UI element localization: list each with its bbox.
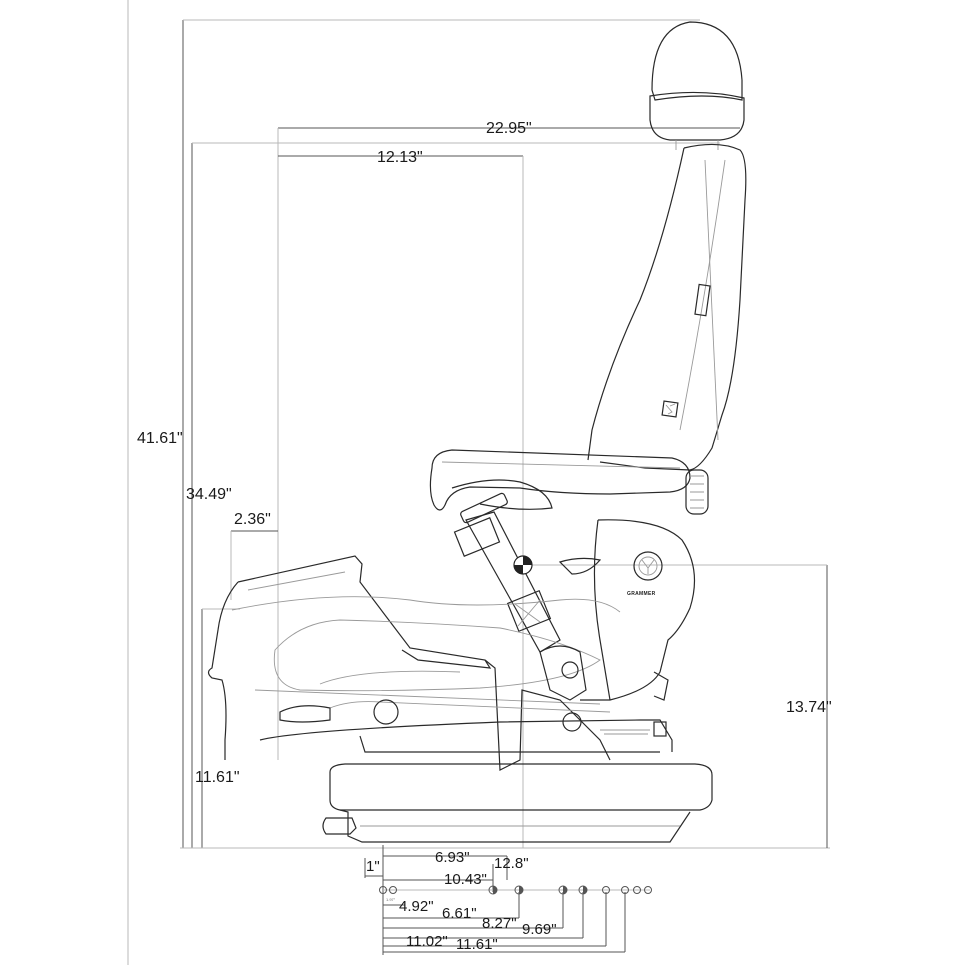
bottom-dim-6-61: 6.61" (442, 905, 477, 922)
bottom-dim-11-61: 11.61" (456, 936, 498, 953)
cushion-offset-label: 2.36" (234, 511, 271, 528)
bottom-dim-6-93: 6.93" (435, 849, 470, 866)
sip-depth-label: 12.13" (377, 149, 423, 166)
bottom-dimension-lines: 1.97" (364, 845, 652, 955)
bottom-dim-8-27: 8.27" (482, 915, 517, 932)
backrest-height-label: 34.49" (186, 486, 232, 503)
bottom-dim-9-69: 9.69" (522, 921, 557, 938)
center-point-symbol (513, 555, 533, 575)
overall-height-label: 41.61" (137, 430, 183, 447)
seat-base-height-label: 11.61" (195, 769, 240, 786)
bottom-dim-12-8: 12.8" (494, 855, 529, 872)
bottom-dim-1: 1" (366, 858, 380, 875)
seat-illustration: GRAMMER (207, 21, 747, 843)
bottom-dim-10-43: 10.43" (444, 871, 487, 888)
sip-height-label: 13.74" (786, 699, 832, 716)
bottom-dim-11-02: 11.02" (406, 933, 448, 950)
logo-text: GRAMMER (627, 591, 656, 597)
overall-depth-label: 22.95" (486, 120, 532, 137)
bottom-dim-4-92: 4.92" (399, 898, 434, 915)
dimension-lines (180, 19, 830, 849)
svg-text:1.97": 1.97" (386, 897, 396, 902)
